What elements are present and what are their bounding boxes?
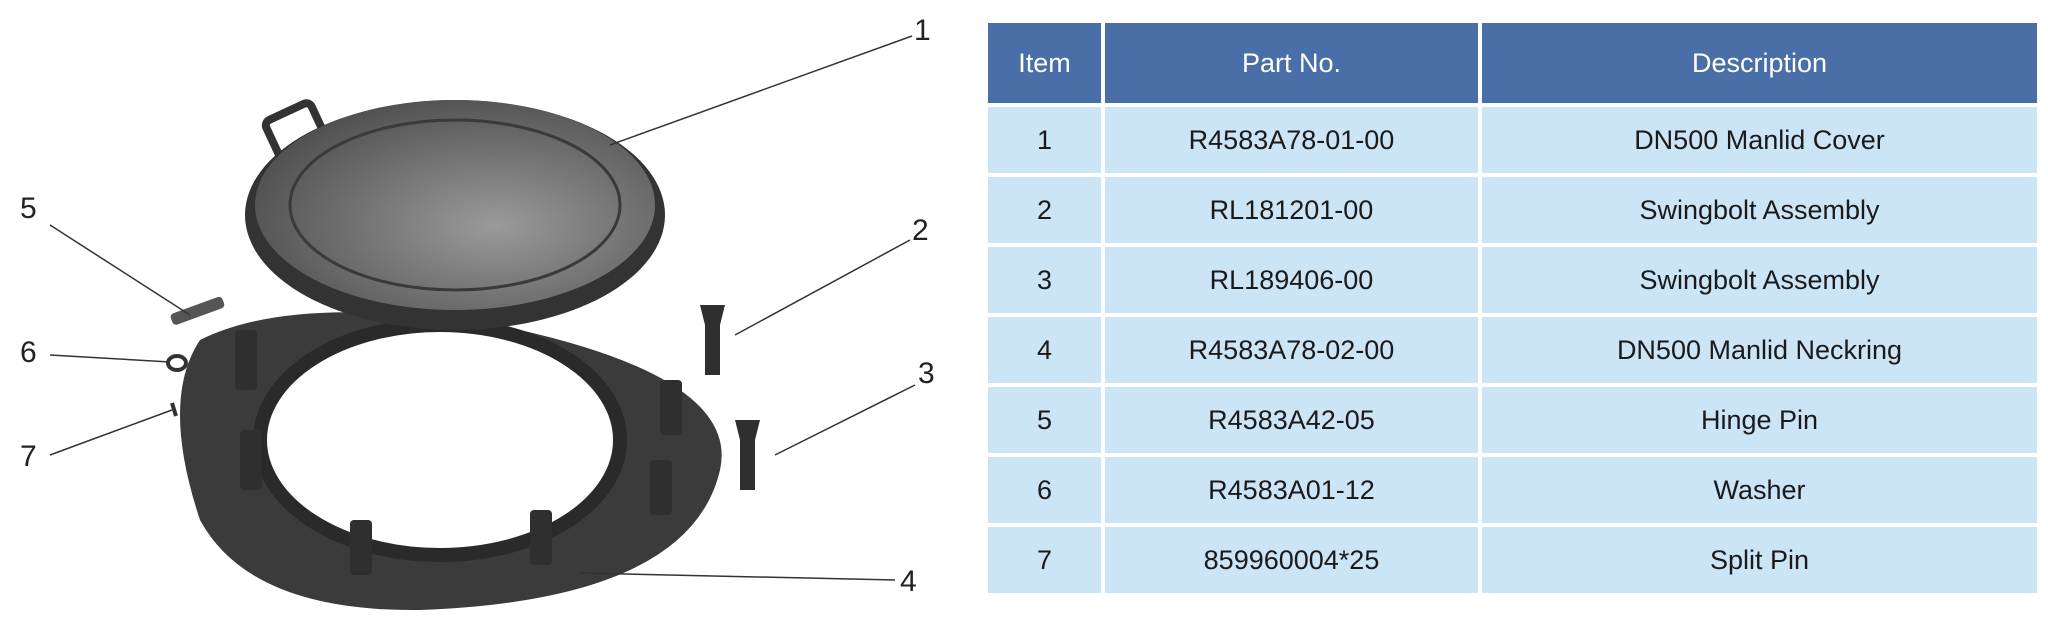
description-cell: Swingbolt Assembly [1482, 247, 2037, 313]
description-cell: Hinge Pin [1482, 387, 2037, 453]
callout-5: 5 [20, 192, 37, 225]
part-no-cell: RL181201-00 [1105, 177, 1478, 243]
ring-swingbolts [235, 330, 682, 575]
callout-7: 7 [20, 440, 37, 473]
description-cell: Split Pin [1482, 527, 2037, 593]
item-cell: 1 [988, 107, 1101, 173]
leader-lines [49, 35, 916, 581]
item-cell: 5 [988, 387, 1101, 453]
header-part-no: Part No. [1105, 23, 1478, 103]
swingbolt-assemblies [700, 305, 760, 490]
item-cell: 7 [988, 527, 1101, 593]
description-cell: DN500 Manlid Neckring [1482, 317, 2037, 383]
description-cell: DN500 Manlid Cover [1482, 107, 2037, 173]
part-no-cell: R4583A42-05 [1105, 387, 1478, 453]
part-no-cell: R4583A01-12 [1105, 457, 1478, 523]
neckring-part [180, 312, 722, 611]
part-no-cell: RL189406-00 [1105, 247, 1478, 313]
callout-6: 6 [20, 336, 37, 369]
callout-4: 4 [900, 565, 917, 598]
callout-1: 1 [914, 14, 931, 47]
small-parts [166, 296, 225, 417]
header-item: Item [988, 23, 1101, 103]
item-cell: 3 [988, 247, 1101, 313]
part-no-cell: R4583A78-02-00 [1105, 317, 1478, 383]
manlid-cover-part [245, 99, 665, 330]
description-cell: Swingbolt Assembly [1482, 177, 2037, 243]
item-cell: 2 [988, 177, 1101, 243]
table-header-row: Item Part No. Description [988, 23, 2037, 103]
description-cell: Washer [1482, 457, 2037, 523]
callout-2: 2 [912, 214, 929, 247]
header-description: Description [1482, 23, 2037, 103]
item-cell: 4 [988, 317, 1101, 383]
callout-3: 3 [918, 357, 935, 390]
part-no-cell: 859960004*25 [1105, 527, 1478, 593]
item-cell: 6 [988, 457, 1101, 523]
manlid-exploded-drawing [49, 35, 916, 611]
part-no-cell: R4583A78-01-00 [1105, 107, 1478, 173]
